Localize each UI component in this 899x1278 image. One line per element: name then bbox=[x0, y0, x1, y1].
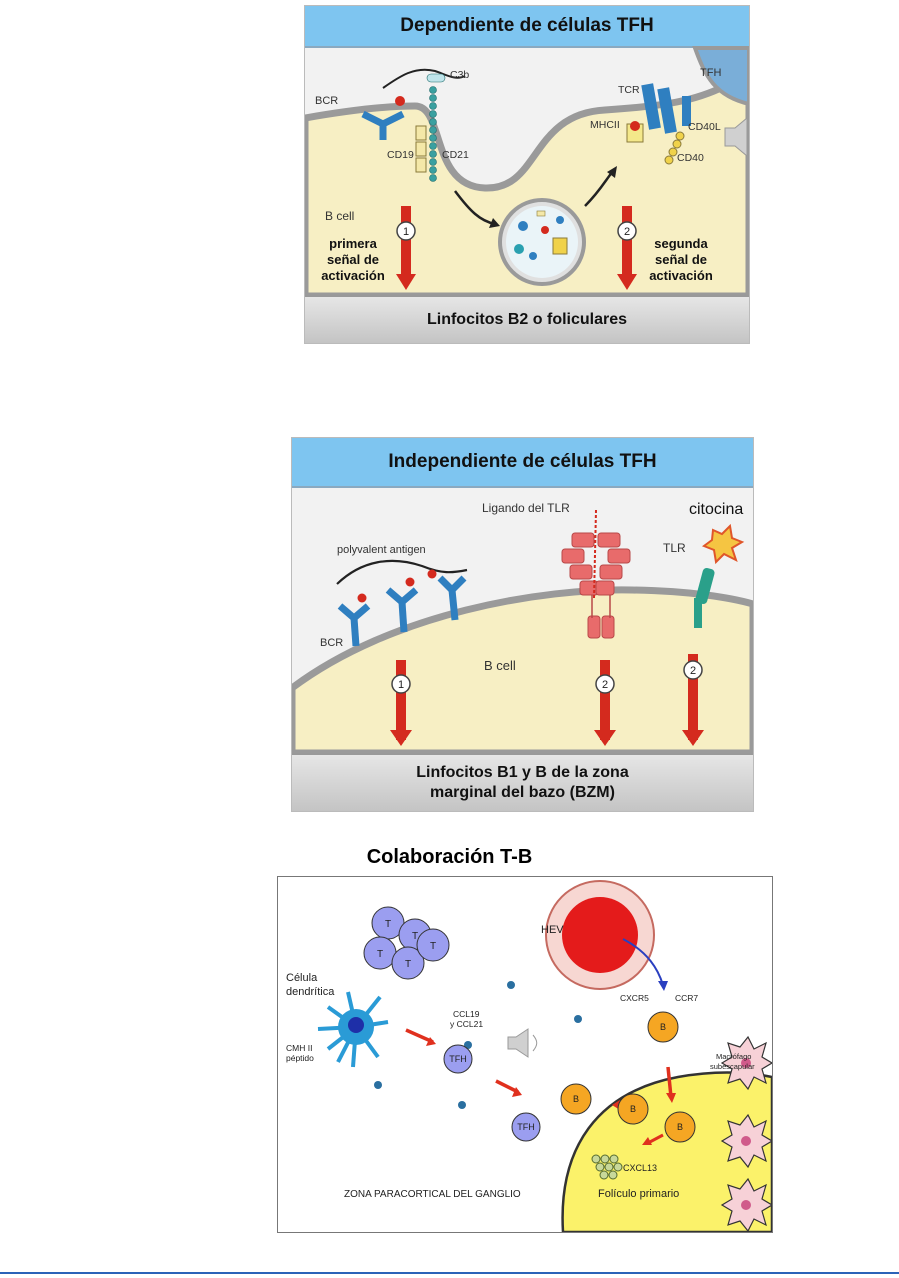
ccl-label-1: CCL19 bbox=[453, 1009, 480, 1019]
cxcl13-dots bbox=[591, 1154, 623, 1180]
tcr-label: TCR bbox=[618, 84, 640, 96]
panel3-diagram: HEV T T T T T Célula dendrítica CMH II pép… bbox=[286, 880, 772, 1232]
citocina-label: citocina bbox=[689, 501, 743, 518]
page-bottom-rule bbox=[0, 1272, 899, 1274]
signal-arrow-panel2-1: 1 bbox=[390, 660, 412, 746]
panel1-header: Dependiente de células TFH bbox=[305, 6, 749, 48]
svg-text:B: B bbox=[660, 1022, 666, 1032]
tfh-cell-a bbox=[443, 1044, 473, 1074]
svg-text:B: B bbox=[677, 1122, 683, 1132]
bcr-label: BCR bbox=[315, 95, 338, 107]
tlr-label: TLR bbox=[663, 541, 686, 555]
cd40l-label: CD40L bbox=[688, 121, 721, 133]
tfh-cell-b bbox=[511, 1112, 541, 1142]
svg-text:señal de: señal de bbox=[327, 252, 379, 267]
panel3-caption: Colaboración T-B bbox=[366, 846, 533, 868]
hev-label: HEV bbox=[541, 924, 564, 936]
tfh-cell bbox=[692, 46, 749, 107]
svg-text:activación: activación bbox=[649, 268, 713, 283]
signal-arrow-panel2-2: 2 bbox=[594, 660, 616, 746]
bcr-receptor bbox=[361, 110, 405, 140]
cxcr5-label: CXCR5 bbox=[620, 993, 649, 1003]
panel2-footer-line2: marginal del bazo (BZM) bbox=[430, 784, 615, 801]
svg-text:2: 2 bbox=[690, 665, 696, 677]
cmh-label-1: CMH II bbox=[286, 1043, 312, 1053]
antigen-chain bbox=[382, 68, 466, 89]
svg-text:1: 1 bbox=[398, 679, 404, 691]
tfh-label: TFH bbox=[700, 67, 721, 79]
macro-label-2: subescapular bbox=[710, 1062, 755, 1071]
panel2-footer-line1: Linfocitos B1 y B de la zona bbox=[416, 764, 629, 781]
speaker-icon bbox=[724, 116, 748, 158]
bcr-group bbox=[337, 575, 467, 647]
panel-tfh-independent: Independiente de células TFH Ligando del… bbox=[291, 437, 754, 812]
tlr-receptor-complex bbox=[561, 532, 631, 639]
cd19-block bbox=[415, 125, 427, 173]
hev-vessel bbox=[545, 880, 655, 990]
b-cells bbox=[560, 1011, 696, 1143]
c3b-label: C3b bbox=[450, 69, 469, 81]
svg-text:primera: primera bbox=[329, 236, 377, 251]
tfh-label-a: TFH bbox=[449, 1054, 467, 1064]
ccl-label-2: y CCL21 bbox=[450, 1019, 483, 1029]
svg-text:T: T bbox=[377, 949, 383, 960]
signal1-text: primera señal de activación bbox=[321, 236, 385, 283]
speaker-icon bbox=[507, 1028, 538, 1058]
endosome-contents bbox=[514, 210, 568, 260]
ccr7-label: CCR7 bbox=[675, 993, 698, 1003]
panel2-footer: Linfocitos B1 y B de la zona marginal de… bbox=[292, 753, 753, 811]
t-cell-cluster bbox=[363, 906, 450, 980]
svg-text:segunda: segunda bbox=[654, 236, 708, 251]
svg-text:1: 1 bbox=[403, 226, 409, 238]
antigen-dot-1 bbox=[395, 96, 405, 106]
svg-text:B: B bbox=[630, 1104, 636, 1114]
tcr-mhc-complex bbox=[626, 83, 691, 165]
signal-arrow-1: 1 bbox=[396, 206, 416, 290]
macro-label-1: Macrófago bbox=[716, 1052, 751, 1061]
svg-text:B: B bbox=[573, 1094, 579, 1104]
mhcii-label: MHCII bbox=[590, 119, 620, 131]
svg-text:señal de: señal de bbox=[655, 252, 707, 267]
svg-text:T: T bbox=[412, 931, 418, 942]
polyvalent-label: polyvalent antigen bbox=[337, 544, 426, 556]
celula-label-1: Célula bbox=[286, 972, 318, 984]
svg-text:T: T bbox=[430, 941, 436, 952]
cmh-label-2: péptido bbox=[286, 1053, 314, 1063]
zona-label: ZONA PARACORTICAL DEL GANGLIO bbox=[344, 1189, 521, 1200]
celula-label-2: dendrítica bbox=[286, 986, 335, 998]
polyvalent-chain bbox=[336, 559, 468, 585]
bcell-label: B cell bbox=[325, 209, 354, 223]
cd19-label: CD19 bbox=[387, 149, 414, 161]
cytokine-receptor bbox=[694, 523, 745, 628]
panel2-header: Independiente de células TFH bbox=[292, 438, 753, 488]
panel1-diagram: TFH BCR C3b CD19 CD21 bbox=[305, 46, 749, 300]
tlr-ligand-label: Ligando del TLR bbox=[482, 501, 570, 515]
svg-text:T: T bbox=[405, 959, 411, 970]
svg-text:T: T bbox=[385, 919, 391, 930]
cxcl13-label: CXCL13 bbox=[623, 1163, 657, 1173]
foliculo-label: Folículo primario bbox=[598, 1188, 679, 1200]
panel1-footer: Linfocitos B2 o foliculares bbox=[305, 295, 749, 343]
cd21-chain bbox=[426, 73, 446, 182]
signal-arrow-2: 2 bbox=[617, 206, 637, 290]
cd40-label: CD40 bbox=[677, 152, 704, 164]
panel-collaboration-tb: HEV T T T T T Célula dendrítica CMH II pép… bbox=[277, 876, 773, 1233]
svg-text:activación: activación bbox=[321, 268, 385, 283]
svg-text:2: 2 bbox=[602, 679, 608, 691]
svg-text:2: 2 bbox=[624, 226, 630, 238]
bcell-label-2: B cell bbox=[484, 658, 516, 673]
signal-arrow-panel2-3: 2 bbox=[682, 654, 704, 746]
panel-tfh-dependent: Dependiente de células TFH TFH BCR C3b C… bbox=[304, 5, 750, 344]
bcr-label-2: BCR bbox=[320, 637, 343, 649]
tfh-label-b: TFH bbox=[517, 1122, 535, 1132]
chemokine-stars bbox=[374, 981, 582, 1109]
panel2-diagram: Ligando del TLR citocina TLR polyvalent … bbox=[292, 501, 753, 757]
cd21-label: CD21 bbox=[442, 149, 469, 161]
signal2-text: segunda señal de activación bbox=[649, 236, 713, 283]
